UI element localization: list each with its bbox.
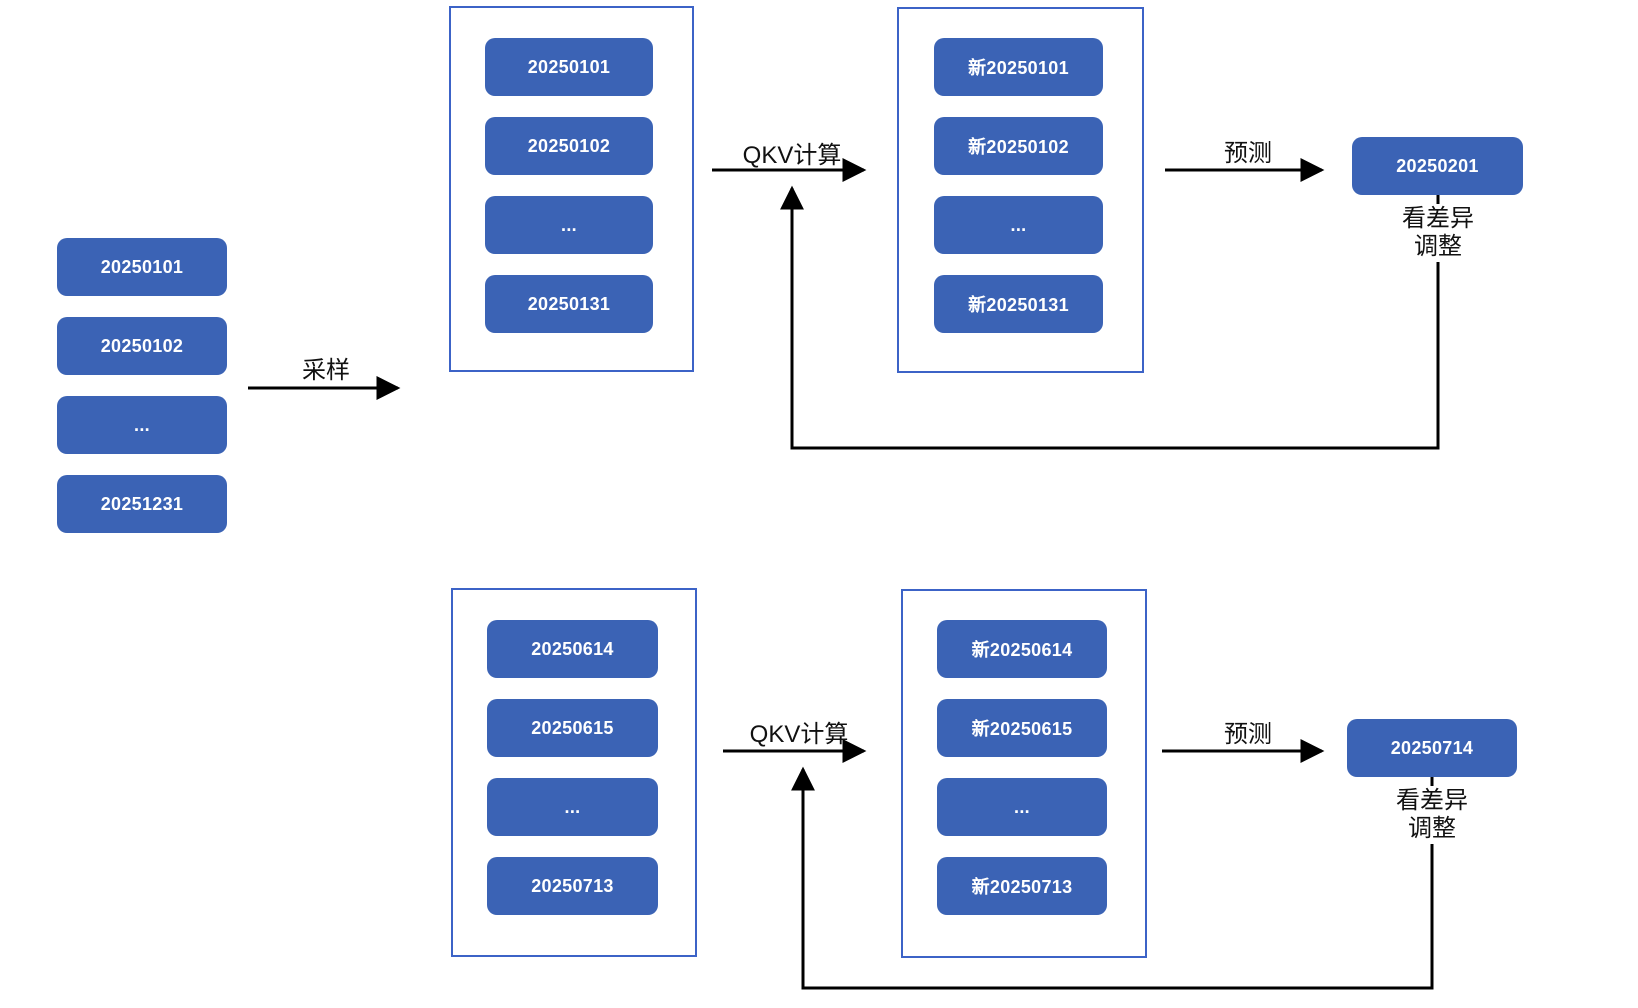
predict-label-top: 预测: [1224, 140, 1272, 167]
source-date-node: 20250101: [57, 238, 227, 296]
transformed-container-top: [897, 7, 1144, 373]
source-date-node: 20251231: [57, 475, 227, 533]
transformed-date-node: 新20250615: [937, 699, 1107, 757]
transformed-date-node: 新20250101: [934, 38, 1103, 96]
source-date-node: 20250102: [57, 317, 227, 375]
prediction-node-bottom: 20250714: [1347, 719, 1517, 777]
transformed-container-bottom: [901, 589, 1147, 958]
window-container-top: [449, 6, 694, 372]
transformed-date-node: 新20250102: [934, 117, 1103, 175]
diff-label-line2: 调整: [1408, 815, 1456, 842]
window-ellipsis-node: ...: [487, 778, 658, 836]
window-date-node: 20250101: [485, 38, 653, 96]
diff-adjust-label-top: 看差异 调整: [1399, 204, 1477, 262]
window-date-node: 20250131: [485, 275, 653, 333]
sample-label: 采样: [302, 357, 350, 384]
window-date-node: 20250713: [487, 857, 658, 915]
transformed-date-node: 新20250713: [937, 857, 1107, 915]
diff-label-line1: 看差异: [1402, 205, 1474, 232]
diff-label-line2: 调整: [1414, 233, 1462, 260]
diff-adjust-label-bottom: 看差异 调整: [1393, 786, 1471, 844]
transformed-ellipsis-node: ...: [937, 778, 1107, 836]
transformed-date-node: 新20250614: [937, 620, 1107, 678]
diff-label-line1: 看差异: [1396, 787, 1468, 814]
predict-label-bottom: 预测: [1224, 721, 1272, 748]
window-container-bottom: [451, 588, 697, 957]
qkv-label-bottom: QKV计算: [749, 721, 849, 748]
window-date-node: 20250102: [485, 117, 653, 175]
window-ellipsis-node: ...: [485, 196, 653, 254]
transformed-ellipsis-node: ...: [934, 196, 1103, 254]
window-date-node: 20250614: [487, 620, 658, 678]
qkv-label-top: QKV计算: [742, 142, 842, 169]
source-ellipsis-node: ...: [57, 396, 227, 454]
prediction-node-top: 20250201: [1352, 137, 1523, 195]
transformed-date-node: 新20250131: [934, 275, 1103, 333]
window-date-node: 20250615: [487, 699, 658, 757]
